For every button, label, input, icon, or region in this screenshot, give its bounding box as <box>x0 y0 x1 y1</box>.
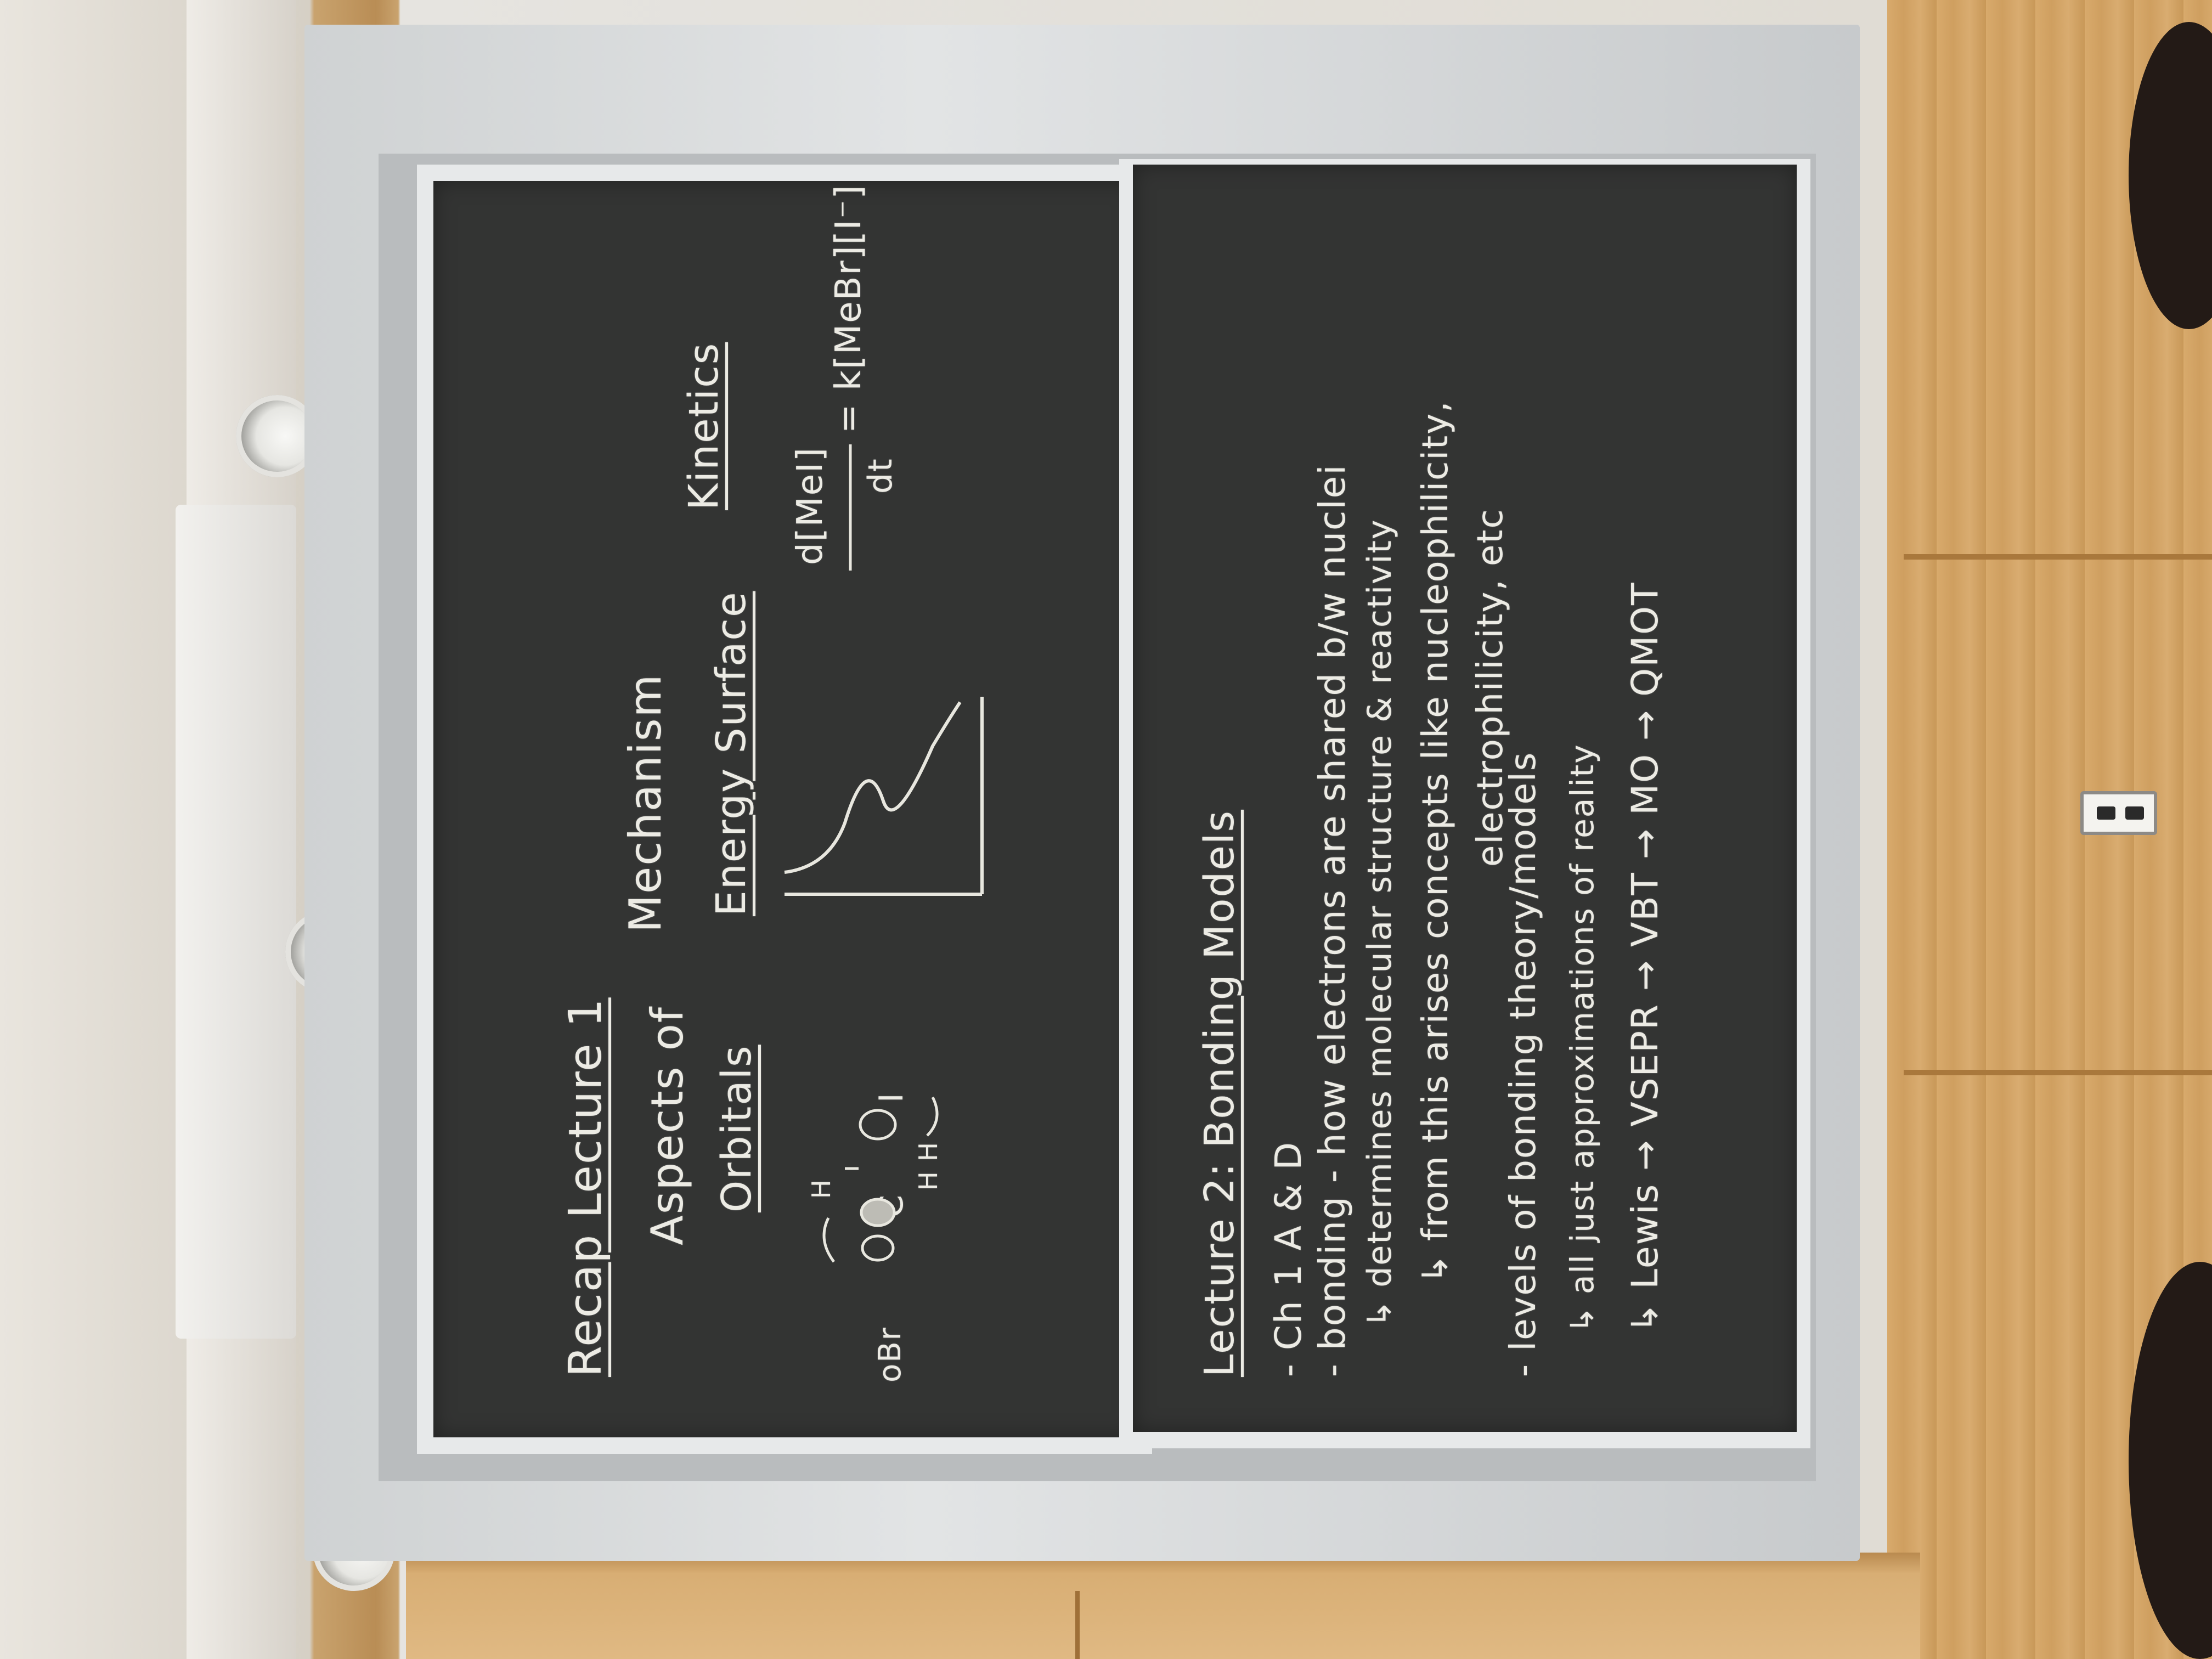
orbital-br-label: oBr <box>872 1327 908 1383</box>
mechanism-text: Mechanism <box>620 673 671 933</box>
fraction-bar <box>849 444 852 571</box>
orbital-sketch <box>822 1096 939 1263</box>
board-line-1: - Ch 1 A & D <box>1267 1141 1310 1377</box>
outlet-hole <box>2125 806 2144 820</box>
topic-kinetics: Kinetics <box>680 342 727 510</box>
wood-seam <box>1904 1070 2212 1075</box>
kinetics-denominator: dt <box>861 458 900 494</box>
board-line-2: - bonding - how electrons are shared b/w… <box>1311 464 1353 1377</box>
chalkboard-left <box>433 181 1136 1437</box>
board-line-6: - levels of bonding theory/models <box>1503 751 1544 1377</box>
wood-seam <box>1904 554 2212 560</box>
board-line-7: ↳ all just approximations of reality <box>1564 743 1601 1333</box>
board-line-3: ↳ determines molecular structure & react… <box>1361 518 1399 1328</box>
aspects-of-text: Aspects of <box>642 1006 693 1245</box>
chalkboard-right <box>1133 165 1797 1432</box>
board-line-4: ↳ from this arises concepts like nucleop… <box>1415 400 1456 1284</box>
light-track <box>176 505 296 1339</box>
wood-counter <box>406 1553 1920 1659</box>
recap-title: Recap Lecture 1 <box>560 997 612 1377</box>
outlet-hole <box>2097 806 2115 820</box>
topic-energy-surface: Energy Surface <box>708 591 755 916</box>
kinetics-rate-law: = k[MeBr][I⁻] <box>828 184 869 433</box>
kinetics-numerator: d[MeI] <box>790 446 831 565</box>
wood-seam <box>1075 1591 1080 1659</box>
electrical-outlet <box>2080 791 2157 835</box>
topic-orbitals: Orbitals <box>713 1045 760 1212</box>
energy-surface-plot <box>784 697 984 896</box>
board-line-8: ↳ Lewis → VSEPR → VBT → MO → QMOT <box>1624 582 1666 1333</box>
lecture2-title: Lecture 2: Bonding Models <box>1196 809 1243 1377</box>
